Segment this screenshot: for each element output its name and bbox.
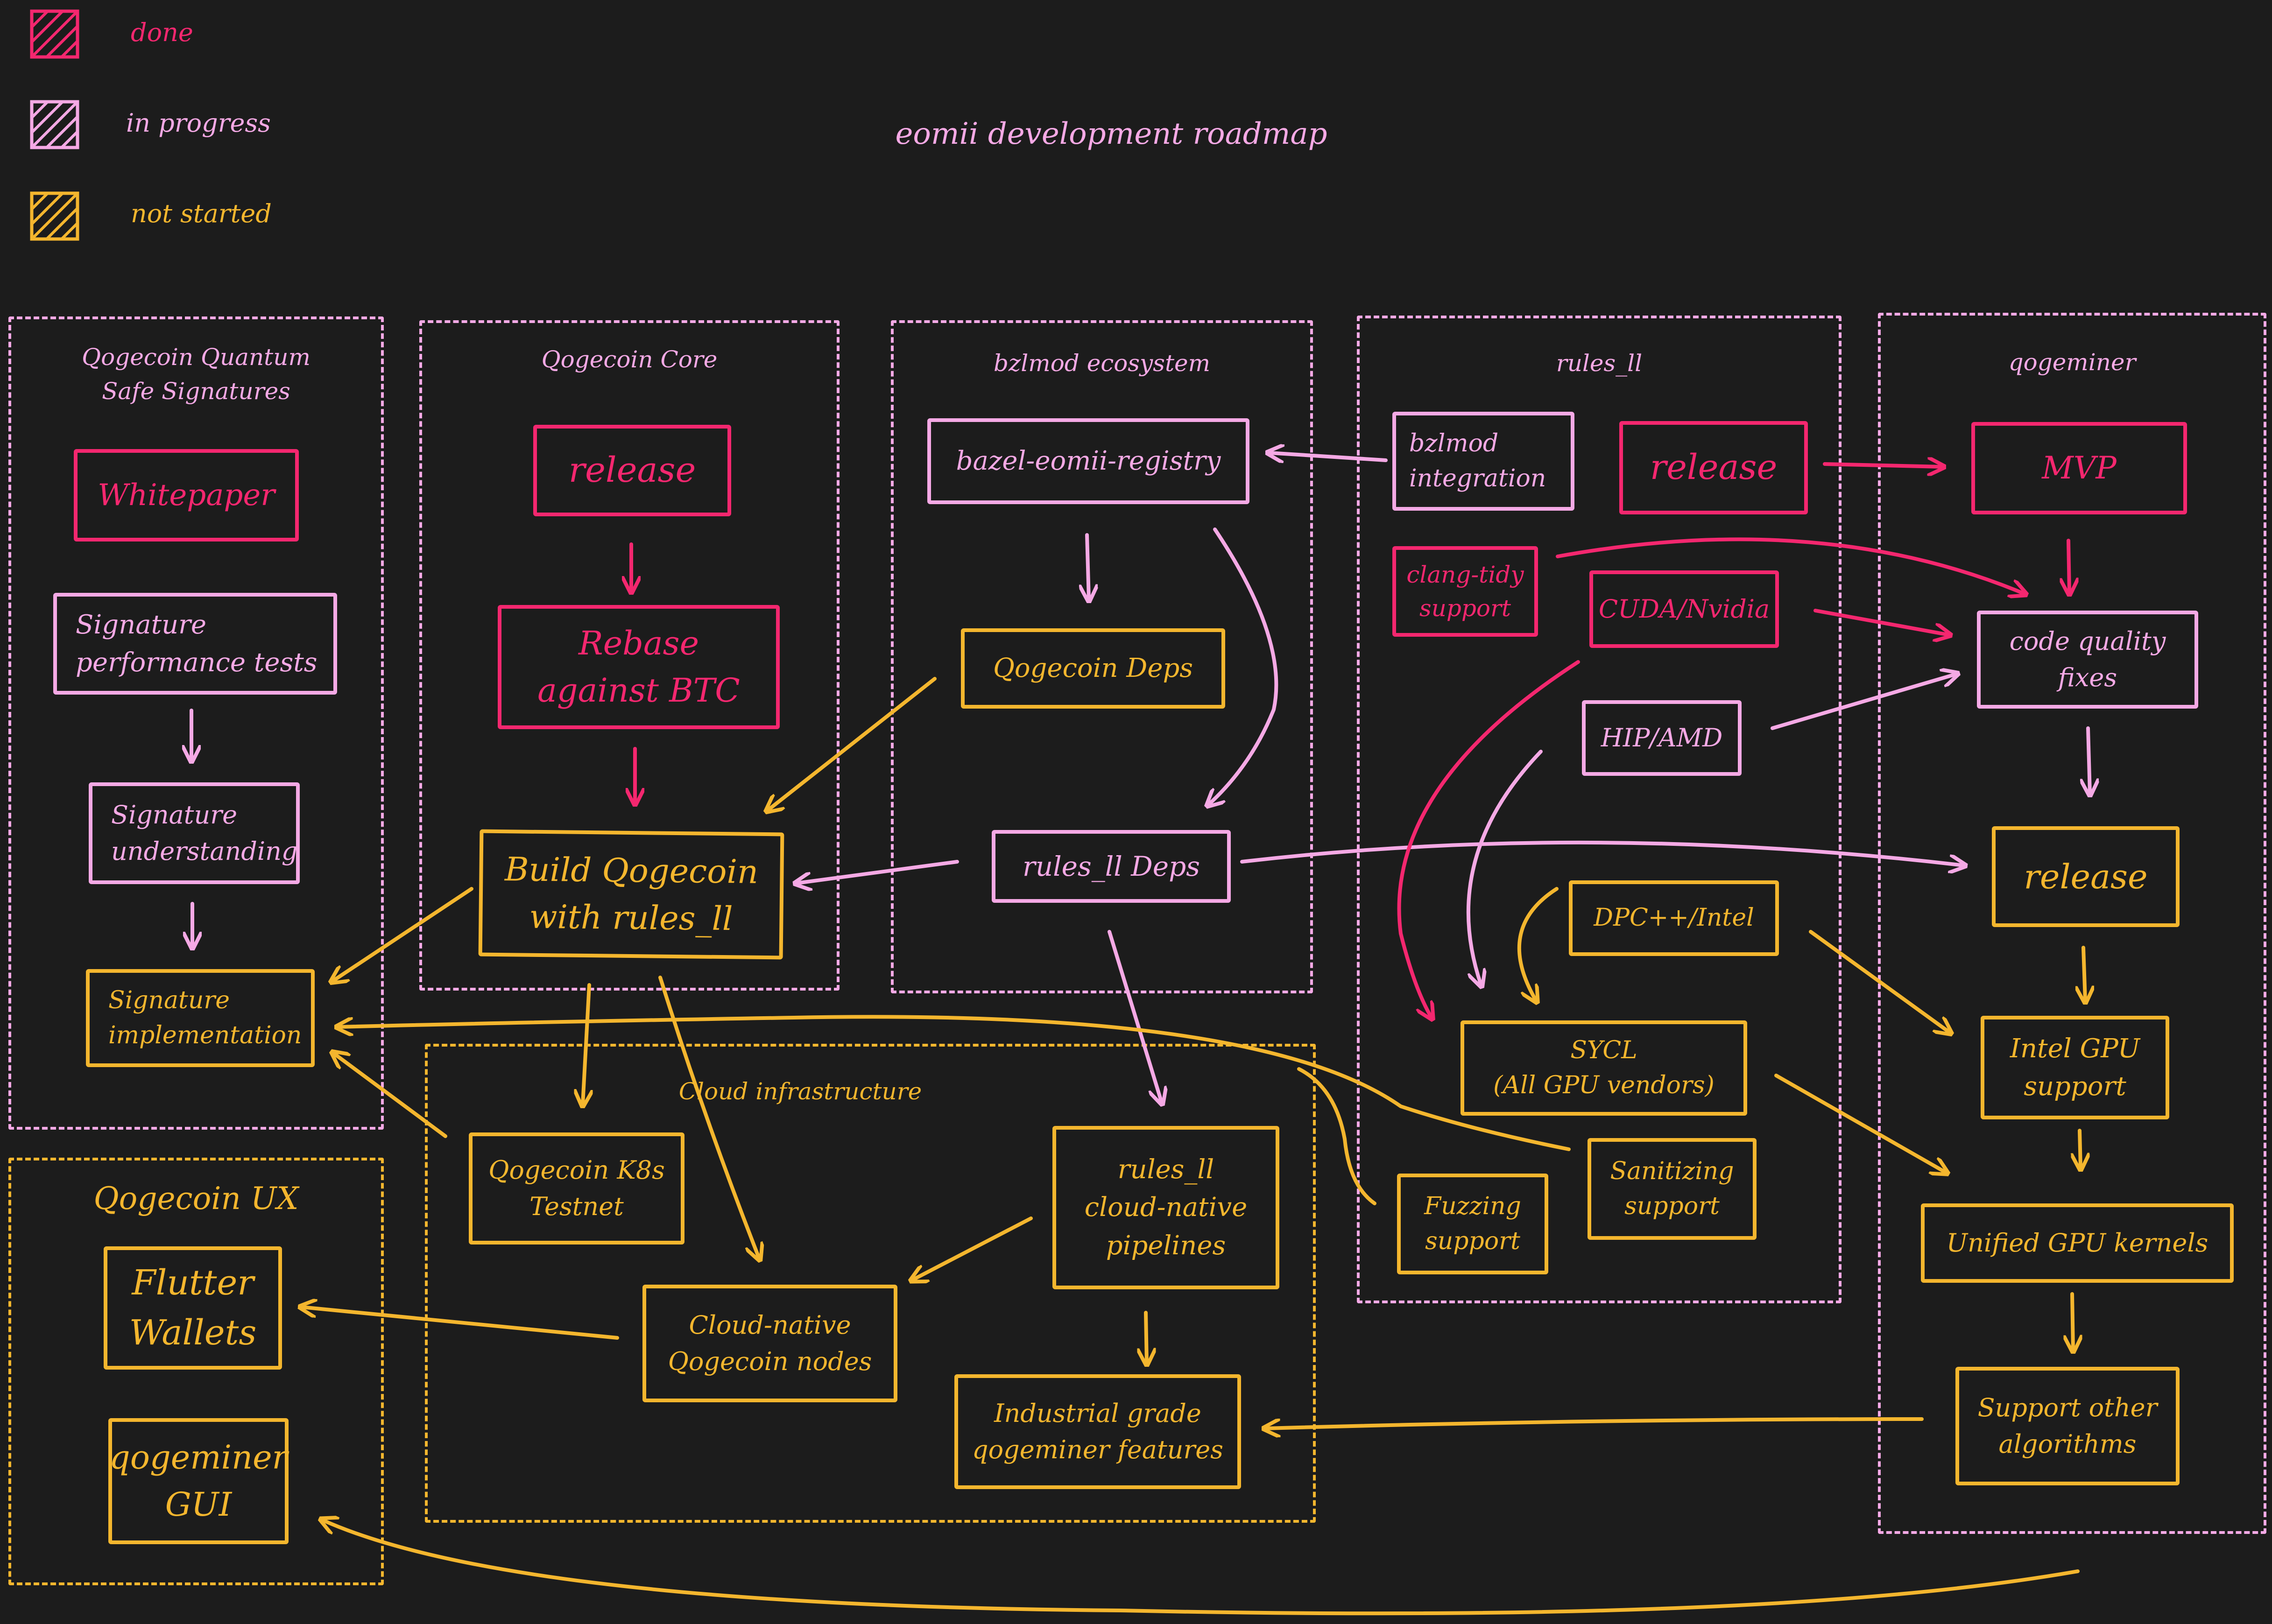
node-fuzzing-support[interactable]: Fuzzing support: [1397, 1174, 1548, 1274]
arrow-fuzzing-link: [1297, 1067, 1376, 1205]
arrow-rulesdeps-to-pipelines: [1108, 930, 1162, 1103]
group-label: bzlmod ecosystem: [993, 350, 1211, 377]
arrow-pipelines-to-cloudnodes: [912, 1216, 1033, 1280]
node-support-other-algorithms[interactable]: Support other algorithms: [1955, 1367, 2180, 1485]
group-qogecoin-ux: Qogecoin UX: [8, 1158, 384, 1585]
node-bazel-eomii-registry[interactable]: bazel-eomii-registry: [927, 418, 1249, 504]
node-industrial-grade-qogeminer-features[interactable]: Industrial grade qogeminer features: [954, 1374, 1241, 1489]
group-label: Qogecoin Quantum Safe Signatures: [82, 344, 310, 405]
arrow-dpcpp-to-intelgpu: [1809, 930, 1950, 1033]
node-rebase-against-btc[interactable]: Rebase against BTC: [498, 605, 780, 729]
node-signature-performance-tests[interactable]: Signature performance tests: [53, 593, 337, 695]
node-intel-gpu-support[interactable]: Intel GPU support: [1981, 1016, 2169, 1119]
arrow-sycl-to-unified: [1774, 1074, 1946, 1173]
arrow-build-to-sigimpl: [332, 887, 473, 981]
arrow-deps-to-build: [768, 677, 937, 810]
arrow-k8s-to-sigimpl: [333, 1053, 447, 1138]
node-qogeminer-release[interactable]: release: [1992, 826, 2180, 927]
group-bzlmod-ecosystem: bzlmod ecosystem: [891, 320, 1313, 993]
arrow-intelgpu-to-unified: [2080, 1129, 2081, 1168]
arrow-integration-to-registry: [1269, 453, 1388, 460]
arrow-unified-to-otheralgos: [2072, 1292, 2073, 1350]
node-code-quality-fixes[interactable]: code quality fixes: [1977, 611, 2198, 709]
group-cloud-infrastructure: Cloud infrastructure: [425, 1044, 1316, 1523]
node-signature-understanding[interactable]: Signature understanding: [89, 782, 300, 884]
arrow-clangtidy-to-codequality: [1556, 537, 2025, 594]
arrow-cuda-to-sycl: [1397, 660, 1580, 1018]
node-rules-ll-deps[interactable]: rules_ll Deps: [992, 830, 1231, 903]
arrow-otheralgos-to-industrial: [1265, 1417, 1924, 1428]
arrow-cuda-to-codequality: [1813, 609, 1949, 635]
legend-label-not-started: not started: [131, 199, 272, 228]
group-qogeminer: qogeminer: [1878, 313, 2266, 1534]
node-unified-gpu-kernels[interactable]: Unified GPU kernels: [1921, 1203, 2234, 1283]
arrow-build-to-cloudnodes: [658, 976, 759, 1258]
arrow-sanitizing-to-sigimpl: [338, 1015, 1571, 1151]
arrow-hip-to-sycl: [1466, 750, 1543, 985]
node-hip-amd[interactable]: HIP/AMD: [1582, 700, 1742, 776]
node-whitepaper[interactable]: Whitepaper: [74, 449, 299, 541]
node-clang-tidy-support[interactable]: clang-tidy support: [1392, 546, 1538, 637]
arrow-hip-to-codequality: [1771, 674, 1956, 730]
arrow-rulesdeps-to-build: [797, 860, 959, 883]
node-rules-ll-release[interactable]: release: [1619, 421, 1808, 514]
legend-label-done: done: [131, 18, 193, 47]
group-qogecoin-core: Qogecoin Core: [419, 320, 840, 991]
arrow-release-to-intelgpu: [2083, 946, 2085, 1001]
group-label: Cloud infrastructure: [678, 1078, 922, 1105]
node-cloud-native-qogecoin-nodes[interactable]: Cloud-native Qogecoin nodes: [642, 1285, 897, 1402]
group-label: qogeminer: [2008, 349, 2136, 376]
node-rules-ll-cloud-native-pipelines[interactable]: rules_ll cloud-native pipelines: [1052, 1126, 1279, 1289]
arrow-miner-to-gui: [322, 1520, 2080, 1616]
arrow-dpcpp-to-sycl: [1517, 887, 1559, 1001]
arrow-codequality-to-release: [2088, 726, 2090, 794]
legend-swatch-not-started: [30, 191, 79, 241]
group-quantum-safe-signatures: Qogecoin Quantum Safe Signatures: [8, 316, 384, 1130]
arrow-mvp-to-codequality: [2068, 539, 2069, 593]
arrow-pipelines-to-industrial: [1146, 1311, 1147, 1363]
legend-swatch-in-progress: [30, 100, 79, 149]
node-flutter-wallets[interactable]: Flutter Wallets: [104, 1246, 282, 1370]
node-mvp[interactable]: MVP: [1971, 422, 2187, 514]
arrow-registry-to-rulesdeps: [1208, 527, 1278, 805]
legend-swatch-done: [30, 9, 79, 59]
node-dpcpp-intel[interactable]: DPC++/Intel: [1569, 880, 1779, 956]
node-core-release[interactable]: release: [533, 425, 731, 516]
diagram-title: eomii development roadmap: [895, 117, 1327, 151]
group-rules-ll: rules_ll: [1357, 316, 1842, 1303]
group-label: Qogecoin Core: [541, 346, 718, 373]
arrow-build-to-k8s: [583, 983, 589, 1104]
node-sanitizing-support[interactable]: Sanitizing support: [1588, 1138, 1757, 1240]
arrow-cloudnodes-to-flutter: [302, 1307, 619, 1340]
group-label: Qogecoin UX: [93, 1181, 299, 1216]
node-qogecoin-k8s-testnet[interactable]: Qogecoin K8s Testnet: [469, 1132, 684, 1244]
node-qogecoin-deps[interactable]: Qogecoin Deps: [961, 628, 1225, 709]
arrow-registry-to-deps: [1087, 533, 1089, 599]
node-qogeminer-gui[interactable]: qogeminer GUI: [108, 1418, 289, 1544]
node-cuda-nvidia[interactable]: CUDA/Nvidia: [1589, 570, 1779, 648]
node-signature-implementation[interactable]: Signature implementation: [86, 969, 315, 1067]
node-bzlmod-integration[interactable]: bzlmod integration: [1392, 412, 1574, 511]
node-build-qogecoin-with-rules-ll[interactable]: Build Qogecoin with rules_ll: [478, 829, 784, 960]
node-sycl-all-gpu-vendors[interactable]: SYCL (All GPU vendors): [1461, 1020, 1747, 1116]
arrow-rulesdeps-to-minerrelease: [1240, 840, 1964, 865]
group-label: rules_ll: [1556, 350, 1643, 377]
arrow-release-to-mvp: [1823, 464, 1942, 467]
legend-label-in-progress: in progress: [126, 108, 271, 138]
